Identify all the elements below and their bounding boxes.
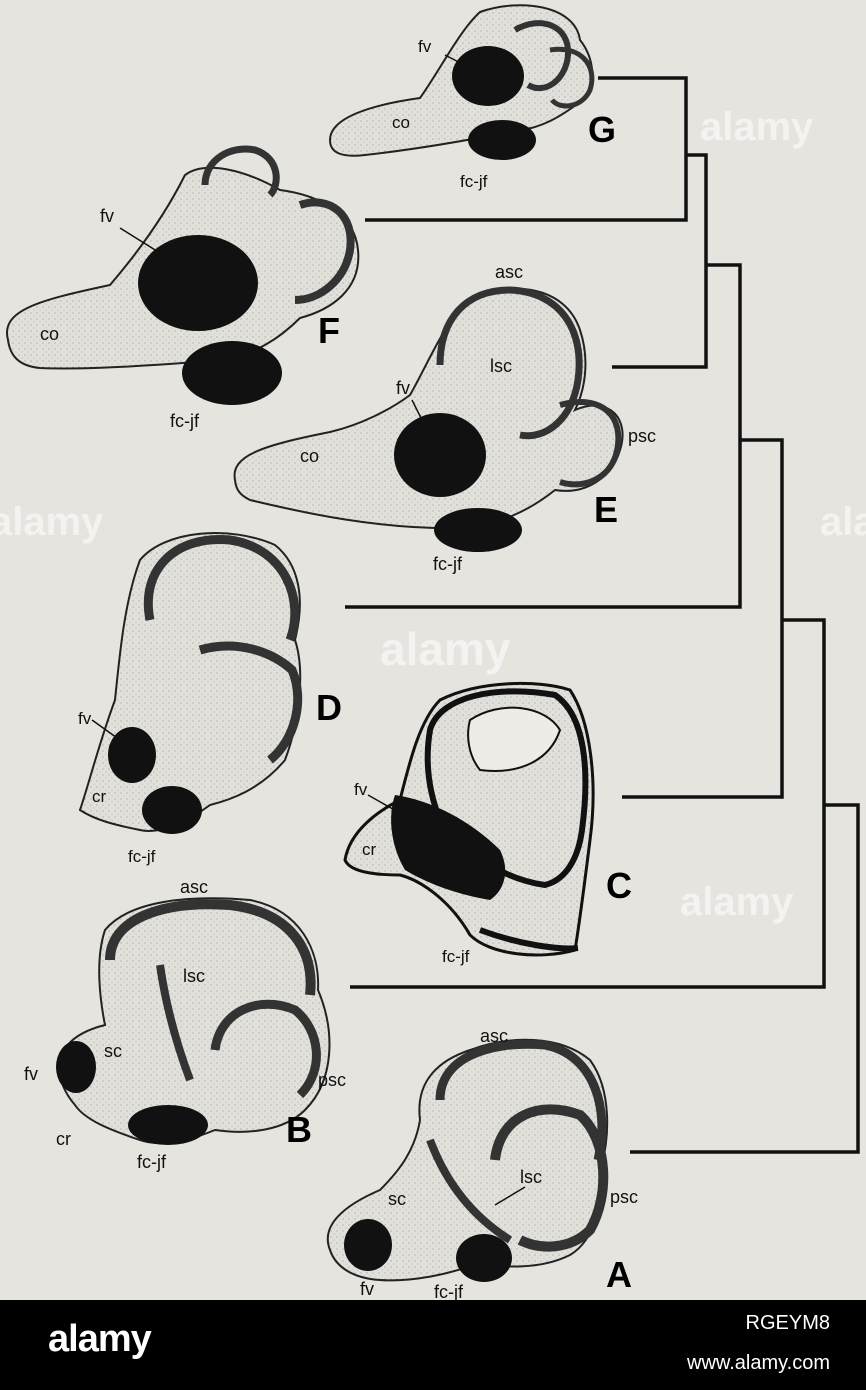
panel-d: fv cr fc-jf D <box>78 532 342 866</box>
label-fv: fv <box>396 378 410 398</box>
panel-letter: E <box>594 489 618 530</box>
label-fc-jf: fc-jf <box>442 947 470 966</box>
label-psc: psc <box>318 1070 346 1090</box>
label-sc: sc <box>388 1189 406 1209</box>
panel-c: fv cr fc-jf C <box>343 681 632 966</box>
panel-f: fv co fc-jf F <box>5 145 360 431</box>
panel-letter: F <box>318 310 340 351</box>
watermark-text: alamy <box>380 623 511 675</box>
brand-logo[interactable]: alamy <box>48 1318 152 1360</box>
panel-e: asc lsc psc fv co fc-jf E <box>233 262 656 574</box>
label-lsc: lsc <box>520 1167 542 1187</box>
label-fc-jf: fc-jf <box>128 847 156 866</box>
label-psc: psc <box>610 1187 638 1207</box>
panel-b: asc lsc psc sc fv cr fc-jf B <box>24 877 346 1172</box>
label-asc: asc <box>480 1026 508 1046</box>
label-cr: cr <box>56 1129 71 1149</box>
label-co: co <box>40 324 59 344</box>
watermarks: alamy alamy alamy alamy alamy <box>0 105 866 924</box>
panel-letter: G <box>588 109 616 150</box>
label-asc: asc <box>180 877 208 897</box>
stock-url-link[interactable]: www.alamy.com <box>687 1352 830 1374</box>
watermark-text: alamy <box>0 500 104 544</box>
label-fc-jf: fc-jf <box>433 554 463 574</box>
label-co: co <box>392 113 410 132</box>
panel-letter: B <box>286 1109 312 1150</box>
panel-a: asc lsc psc sc fv fc-jf A <box>327 1026 638 1302</box>
panel-letter: C <box>606 865 632 906</box>
label-fv: fv <box>24 1064 38 1084</box>
cladogram-tree <box>345 76 860 1154</box>
label-co: co <box>300 446 319 466</box>
label-fc-jf: fc-jf <box>170 411 200 431</box>
label-psc: psc <box>628 426 656 446</box>
label-lsc: lsc <box>490 356 512 376</box>
label-fc-jf: fc-jf <box>460 172 488 191</box>
label-fv: fv <box>354 780 368 799</box>
watermark-text: alamy <box>680 880 794 924</box>
label-fv: fv <box>360 1279 374 1299</box>
label-sc: sc <box>104 1041 122 1061</box>
panel-letter: D <box>316 687 342 728</box>
label-fv: fv <box>78 709 92 728</box>
label-lsc: lsc <box>183 966 205 986</box>
watermark-text: alamy <box>820 500 866 544</box>
label-asc: asc <box>495 262 523 282</box>
label-cr: cr <box>362 840 377 859</box>
stock-image-id: RGEYM8 <box>745 1312 830 1334</box>
label-fc-jf: fc-jf <box>137 1152 167 1172</box>
label-fv: fv <box>100 206 114 226</box>
panel-letter: A <box>606 1254 632 1295</box>
panel-g: fv co fc-jf G <box>328 4 616 191</box>
label-fv: fv <box>418 37 432 56</box>
figure-plate: alamy alamy alamy alamy alamy <box>0 4 866 1302</box>
watermark-text: alamy <box>700 105 814 149</box>
label-fc-jf: fc-jf <box>434 1282 464 1300</box>
inner-ear-cladogram: alamy alamy alamy alamy alamy <box>0 4 866 1302</box>
stock-footer: alamy RGEYM8 www.alamy.com <box>0 1300 866 1390</box>
label-cr: cr <box>92 787 107 806</box>
